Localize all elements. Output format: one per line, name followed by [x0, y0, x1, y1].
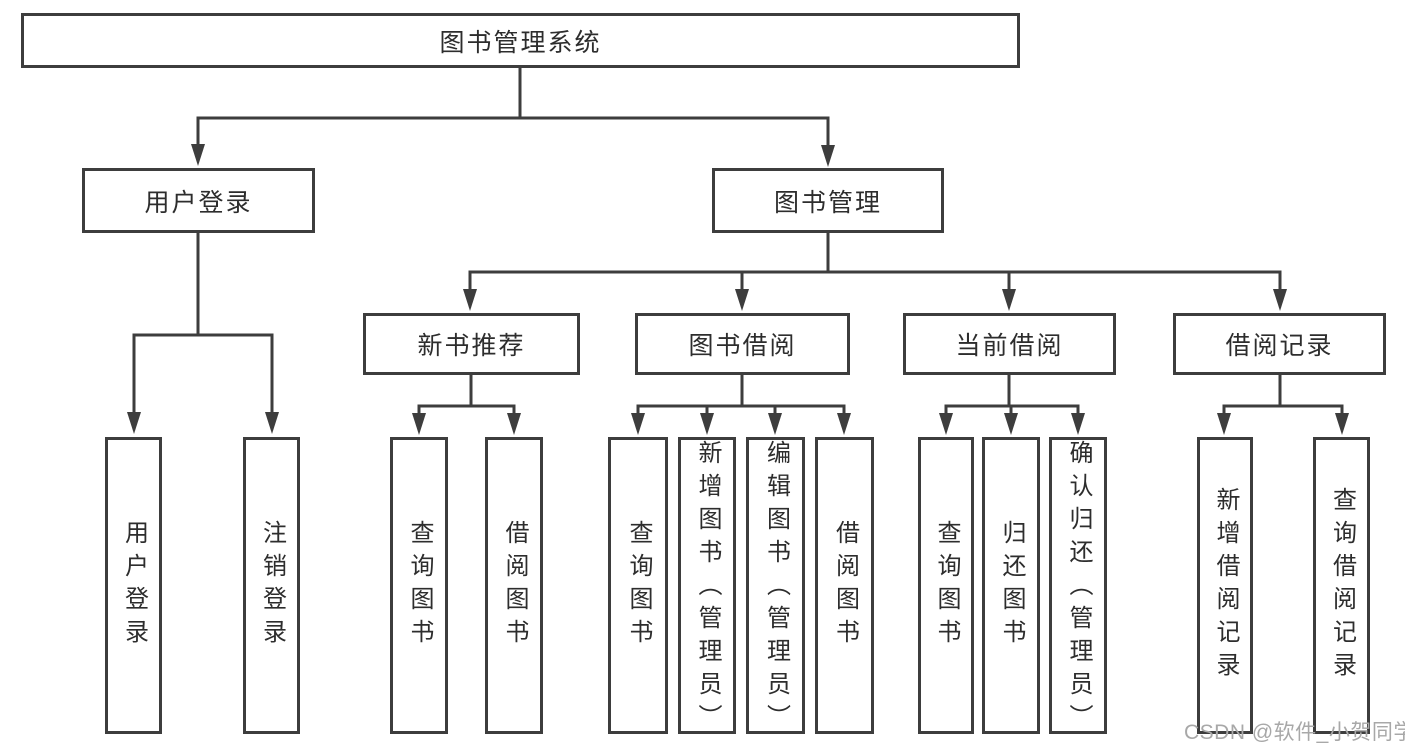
node-user-login-label: 用户登录: [144, 188, 253, 217]
node-user-login: 用户登录: [82, 168, 315, 233]
leaf-logout: 注销登录: [243, 437, 300, 734]
leaf-query-books-borrowing-label: 查询图书: [625, 519, 652, 652]
node-borrow-records: 借阅记录: [1173, 313, 1386, 375]
node-root-system: 图书管理系统: [21, 13, 1020, 68]
leaf-add-book-admin: 新增图书（管理员）: [678, 437, 736, 734]
leaf-edit-book-admin-label: 编辑图书（管理员）: [762, 440, 790, 734]
leaf-borrow-books-borrowing-label: 借阅图书: [831, 519, 859, 652]
leaf-user-login-label: 用户登录: [120, 519, 148, 652]
node-book-management: 图书管理: [712, 168, 944, 233]
leaf-query-books-recommend: 查询图书: [390, 437, 448, 734]
connector-arrows: [127, 118, 1349, 435]
node-book-borrowing-label: 图书借阅: [688, 332, 797, 360]
node-current-borrowing-label: 当前借阅: [955, 332, 1064, 360]
leaf-add-borrow-record-label: 新增借阅记录: [1212, 486, 1239, 685]
node-book-borrowing: 图书借阅: [635, 313, 850, 375]
leaf-logout-label: 注销登录: [258, 519, 286, 652]
leaf-return-book: 归还图书: [982, 437, 1040, 734]
leaf-borrow-books-recommend: 借阅图书: [485, 437, 543, 734]
node-book-management-label: 图书管理: [773, 188, 882, 217]
leaf-edit-book-admin: 编辑图书（管理员）: [746, 437, 805, 734]
leaf-user-login: 用户登录: [105, 437, 162, 734]
leaf-query-books-current: 查询图书: [918, 437, 974, 734]
leaf-add-book-admin-label: 新增图书（管理员）: [694, 440, 721, 734]
leaf-borrow-books-borrowing: 借阅图书: [815, 437, 874, 734]
leaf-query-books-borrowing: 查询图书: [608, 437, 668, 734]
leaf-return-book-label: 归还图书: [998, 519, 1025, 652]
node-new-book-recommend-label: 新书推荐: [417, 332, 526, 360]
leaf-query-books-recommend-label: 查询图书: [406, 519, 433, 652]
leaf-borrow-books-recommend-label: 借阅图书: [501, 519, 528, 652]
leaf-confirm-return-admin-label: 确认归还（管理员）: [1065, 440, 1092, 734]
csdn-watermark: CSDN @软件_小贺同学: [1184, 721, 1405, 744]
node-borrow-records-label: 借阅记录: [1225, 332, 1334, 360]
leaf-confirm-return-admin: 确认归还（管理员）: [1049, 437, 1107, 734]
node-new-book-recommend: 新书推荐: [363, 313, 580, 375]
leaf-query-borrow-record-label: 查询借阅记录: [1328, 486, 1356, 685]
leaf-query-borrow-record: 查询借阅记录: [1313, 437, 1370, 734]
leaf-add-borrow-record: 新增借阅记录: [1197, 437, 1253, 734]
node-root-system-label: 图书管理系统: [439, 28, 602, 57]
leaf-query-books-current-label: 查询图书: [933, 519, 960, 652]
node-current-borrowing: 当前借阅: [903, 313, 1116, 375]
